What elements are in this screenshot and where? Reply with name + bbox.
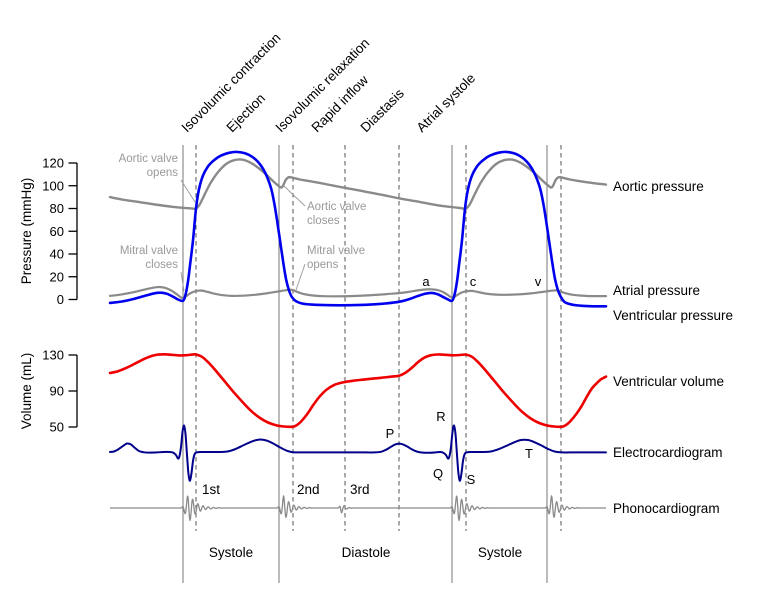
pressure-tick-label: 20 — [50, 269, 64, 284]
aortic-valve-opens-label-line1: Aortic valve — [119, 153, 178, 165]
heart-sound-label-2nd: 2nd — [297, 482, 320, 497]
volume-tick-label: 50 — [50, 420, 64, 435]
volume-tick-label: 90 — [50, 384, 64, 399]
phase-boundary-lines — [182, 145, 562, 583]
mitral-valve-closes-leader-line — [180, 271, 185, 292]
phase-label-ejection: Ejection — [224, 91, 269, 136]
legend-ventricular-pressure: Ventricular pressure — [613, 308, 733, 323]
ventricular-pressure-curve — [108, 150, 608, 308]
ecg-wave-label-r: R — [436, 409, 445, 424]
legend-ventricular-volume: Ventricular volume — [613, 374, 724, 389]
aortic-valve-closes-label-line1: Aortic valve — [307, 201, 366, 213]
aortic-pressure-curve — [108, 158, 608, 210]
pressure-tick-label: 80 — [50, 201, 64, 216]
aortic-valve-closes-leader-line — [283, 185, 306, 207]
ecg-wave-label-q: Q — [433, 466, 443, 481]
volume-axis-title: Volume (mL) — [19, 353, 34, 430]
ecg-wave-label-p: P — [386, 426, 395, 441]
aortic-valve-opens-label-line2: opens — [147, 167, 179, 179]
phase-label-atrial-systole: Atrial systole — [414, 70, 479, 135]
pressure-tick-label: 100 — [42, 178, 64, 193]
atrial-wave-label-v: v — [535, 274, 542, 289]
legend-aortic-pressure: Aortic pressure — [613, 179, 704, 194]
period-label-systole: Systole — [478, 545, 522, 560]
atrial-wave-label-a: a — [422, 274, 430, 289]
atrial-wave-label-c: c — [470, 274, 477, 289]
pressure-tick-label: 0 — [57, 292, 64, 307]
mitral-valve-opens-label-line1: Mitral valve — [307, 245, 365, 257]
curves — [108, 150, 608, 522]
electrocardiogram-curve — [109, 424, 607, 482]
phonocardiogram-curve — [109, 495, 607, 522]
ecg-wave-label-s: S — [467, 472, 476, 487]
heart-sound-label-1st: 1st — [202, 482, 220, 497]
pressure-tick-label: 60 — [50, 224, 64, 239]
aortic-valve-opens-leader-line — [180, 179, 196, 203]
heart-sound-label-3rd: 3rd — [350, 482, 370, 497]
mitral-valve-closes-label-line2: closes — [145, 259, 178, 271]
period-label-diastole: Diastole — [342, 545, 391, 560]
mitral-valve-closes-label-line1: Mitral valve — [120, 245, 178, 257]
y-axes: 0 20 40 60 80 100 120 50 90 130 — [42, 156, 78, 435]
aortic-valve-closes-label-line2: closes — [307, 215, 340, 227]
pressure-axis-title: Pressure (mmHg) — [19, 178, 34, 285]
phase-label-diastasis: Diastasis — [358, 86, 408, 136]
mitral-valve-opens-leader-line — [295, 263, 306, 291]
pressure-tick-label: 40 — [50, 247, 64, 262]
legend-atrial-pressure: Atrial pressure — [613, 283, 700, 298]
pressure-tick-label: 120 — [42, 156, 64, 171]
ecg-wave-label-t: T — [525, 446, 533, 461]
period-label-systole: Systole — [209, 545, 253, 560]
mitral-valve-opens-label-line2: opens — [307, 259, 339, 271]
volume-tick-label: 130 — [42, 348, 64, 363]
ventricular-volume-curve — [108, 353, 608, 429]
legend-phonocardiogram: Phonocardiogram — [613, 501, 720, 516]
legend-electrocardiogram: Electrocardiogram — [613, 445, 723, 460]
